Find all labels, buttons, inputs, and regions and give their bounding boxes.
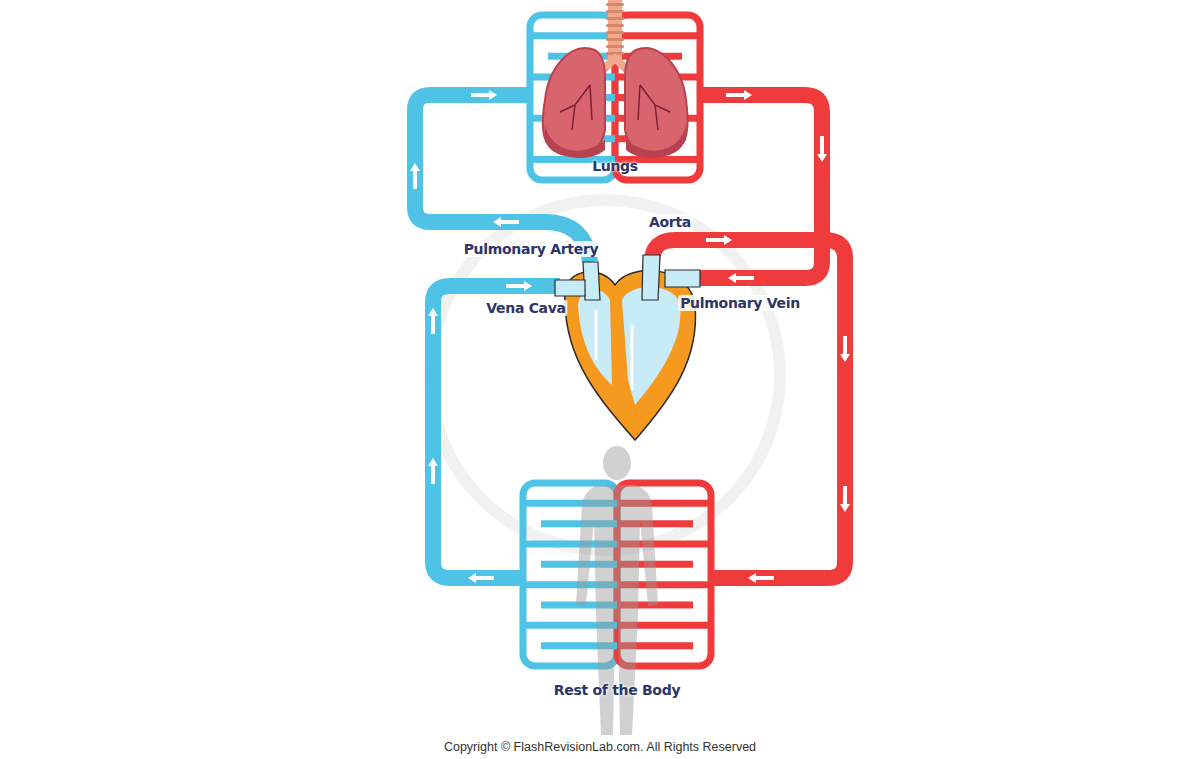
flow-arrow [428, 308, 438, 334]
flow-arrow [493, 217, 519, 227]
flow-arrow [506, 281, 532, 291]
trachea-ring [606, 3, 624, 6]
flow-arrow [471, 90, 497, 100]
capillary [530, 15, 615, 180]
copyright-note: Copyright © FlashRevisionLab.com. All Ri… [444, 740, 756, 754]
vessel-label: Pulmonary Vein [678, 295, 802, 311]
lungs-illustration [543, 48, 688, 158]
flow-arrow [726, 90, 752, 100]
trachea-ring [606, 24, 624, 27]
capillary [615, 32, 700, 39]
vessel-label: Pulmonary Artery [462, 241, 601, 257]
flow-arrow [840, 486, 850, 512]
lungs-region: Lungs [527, 12, 703, 183]
region-label: Lungs [592, 158, 638, 174]
flow-arrow [728, 273, 754, 283]
flow-arrow [706, 235, 732, 245]
flow-arrow [817, 136, 827, 162]
flow-arrow [428, 458, 438, 484]
flow-arrow [748, 573, 774, 583]
trachea-ring [606, 10, 624, 13]
capillary [615, 15, 700, 180]
flow-arrow [468, 573, 494, 583]
trachea-ring [606, 45, 624, 48]
trachea-ring [606, 31, 624, 34]
body-region: Rest of the Body [520, 480, 714, 702]
vessel-label: Aorta [647, 214, 693, 230]
flow-arrow [410, 163, 420, 189]
trachea-ring [606, 17, 624, 20]
vena-cava-vessel [433, 286, 560, 578]
capillary [530, 32, 615, 39]
flow-arrow [840, 336, 850, 362]
trachea-ring [606, 38, 624, 41]
heart-illustration [555, 255, 700, 440]
pulmonary-vein-vessel [690, 95, 822, 278]
vessel-label: Vena Cava [484, 300, 567, 316]
region-label: Rest of the Body [554, 682, 680, 698]
